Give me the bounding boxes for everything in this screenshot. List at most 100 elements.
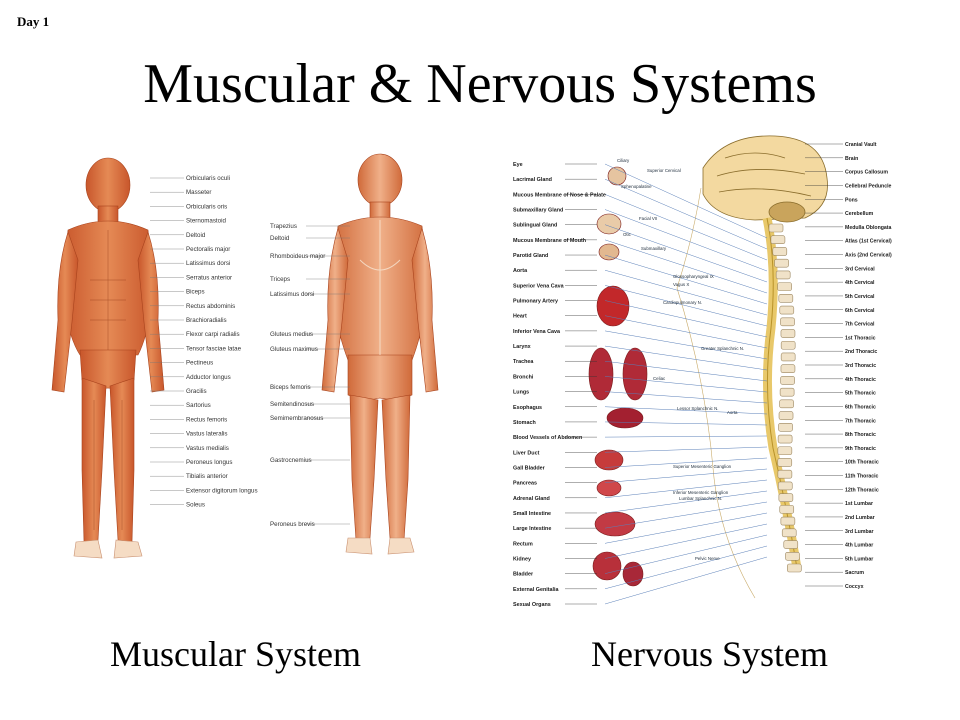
vertebra xyxy=(779,505,795,514)
nerve-line xyxy=(604,446,768,453)
nervous-caption: Nervous System xyxy=(591,634,828,674)
muscle-label: Soleus xyxy=(186,502,205,509)
brain xyxy=(702,135,828,223)
nerve-label: Vagus X xyxy=(673,282,689,287)
organ-label: Adrenal Gland xyxy=(513,496,550,502)
muscle-label: Serratus anterior xyxy=(186,274,232,281)
muscle-label: Sternomastoid xyxy=(186,218,226,225)
muscle-label: Sartorius xyxy=(186,402,211,409)
organ-label: Sexual Organs xyxy=(513,602,551,608)
muscle-label: Rectus femoris xyxy=(186,416,227,423)
vertebrae xyxy=(768,223,802,573)
spine-label: 12th Thoracic xyxy=(845,487,879,493)
muscle-label: Rectus abdominis xyxy=(186,303,235,310)
nerve-line xyxy=(604,360,768,382)
nerve-label: Ciliary xyxy=(617,158,630,163)
spine-label: Medulla Oblongata xyxy=(845,225,892,231)
organ-label: Lacrimal Gland xyxy=(513,177,552,183)
spine-label: 9th Thoracic xyxy=(845,446,876,452)
spine-label: 7th Cervical xyxy=(845,322,875,328)
organ-label: Large Intestine xyxy=(513,526,551,532)
nerve-line xyxy=(604,391,768,404)
muscle-label: Triceps xyxy=(270,276,290,283)
muscle-label: Biceps xyxy=(186,289,205,296)
nerve-line xyxy=(604,512,768,544)
vertebra xyxy=(772,247,788,256)
muscle-label: Semimembranosus xyxy=(270,415,323,422)
spine-label: Axis (2nd Cervical) xyxy=(845,253,892,259)
nerve-line xyxy=(604,315,768,349)
vertebra xyxy=(777,282,792,291)
muscle-label: Gluteus maximus xyxy=(270,346,318,353)
nerve-line xyxy=(604,285,768,327)
spine-label: 6th Cervical xyxy=(845,308,875,314)
nerve-label: Celiac xyxy=(653,376,666,381)
muscle-label: Peroneus brevis xyxy=(270,521,315,528)
muscle-label: Latissimus dorsi xyxy=(270,291,314,298)
spine-label: Sacrum xyxy=(845,570,864,576)
nerve-line xyxy=(604,545,768,590)
day-label: Day 1 xyxy=(17,14,50,29)
nerve-line xyxy=(604,269,768,316)
spine-label: 4th Lumbar xyxy=(845,543,873,549)
spine-label: 4th Cervical xyxy=(845,280,875,286)
vertebra xyxy=(780,329,796,338)
muscle-label: Gastrocnemius xyxy=(270,457,312,464)
spine-label: 2nd Lumbar xyxy=(845,515,875,521)
nerve-line xyxy=(604,194,768,261)
muscle-label: Tensor fasciae latae xyxy=(186,345,242,352)
organ-label: Parotid Gland xyxy=(513,253,548,259)
nerve-line xyxy=(604,479,768,499)
muscle-label: Gracilis xyxy=(186,388,207,395)
vertebra xyxy=(768,223,784,233)
muscle-label: Extensor digitorum longus xyxy=(186,487,258,494)
organ-label: External Genitalia xyxy=(513,587,560,593)
muscle-label: Vastus medialis xyxy=(186,445,229,452)
muscle-label: Vastus lateralis xyxy=(186,431,228,438)
nerve-label: Otic xyxy=(623,232,632,237)
nerve-label: Lessor Splanchnic N. xyxy=(677,406,719,411)
organ-label: Rectum xyxy=(513,541,533,547)
nerve-label: Facial VII xyxy=(639,216,657,221)
organ-label: Pancreas xyxy=(513,481,537,487)
muscle-label: Masseter xyxy=(186,189,211,196)
spine-label: 3rd Cervical xyxy=(845,266,875,272)
vertebra xyxy=(783,540,799,549)
nerve-label: Glossopharyngeal IX xyxy=(673,274,714,279)
nerve-line xyxy=(604,421,768,426)
muscle-label: Orbicularis oris xyxy=(186,203,227,210)
vertebra xyxy=(778,294,794,303)
muscular-caption: Muscular System xyxy=(110,634,361,674)
spine-label: Cranial Vault xyxy=(845,142,877,148)
muscle-label: Latissimus dorsi xyxy=(186,260,230,267)
muscle-label: Deltoid xyxy=(186,232,206,239)
vertebra xyxy=(777,481,793,491)
nerve-label: Pelvic Nerve xyxy=(695,556,720,561)
nerve-label: Submaxillary xyxy=(641,246,667,251)
nerve-label: Aorta xyxy=(727,410,738,415)
muscle-label: Rhomboideus major xyxy=(270,253,325,260)
vertebra xyxy=(780,364,796,373)
spine-label: 5th Thoracic xyxy=(845,391,876,397)
vertebra xyxy=(780,376,795,385)
muscle-label: Biceps femoris xyxy=(270,384,311,391)
nerve-label: Sphenopalatine xyxy=(621,184,652,189)
nerve-label: Superior Mesenteric Ganglion xyxy=(673,464,732,469)
organ-label: Aorta xyxy=(513,268,528,274)
spine-label: 7th Thoracic xyxy=(845,418,876,424)
spine-label: 4th Thoracic xyxy=(845,377,876,383)
muscle-label: Peroneus longus xyxy=(186,459,232,466)
nerve-line xyxy=(604,330,768,360)
nerve-line xyxy=(604,435,768,438)
organ-label: Stomach xyxy=(513,420,536,426)
spine-label: Pons xyxy=(845,197,858,203)
nerve-line xyxy=(604,178,768,250)
nerve-line xyxy=(604,345,768,371)
nerve-line xyxy=(604,300,768,338)
nerve-line xyxy=(604,239,768,294)
vertebra xyxy=(779,305,795,315)
